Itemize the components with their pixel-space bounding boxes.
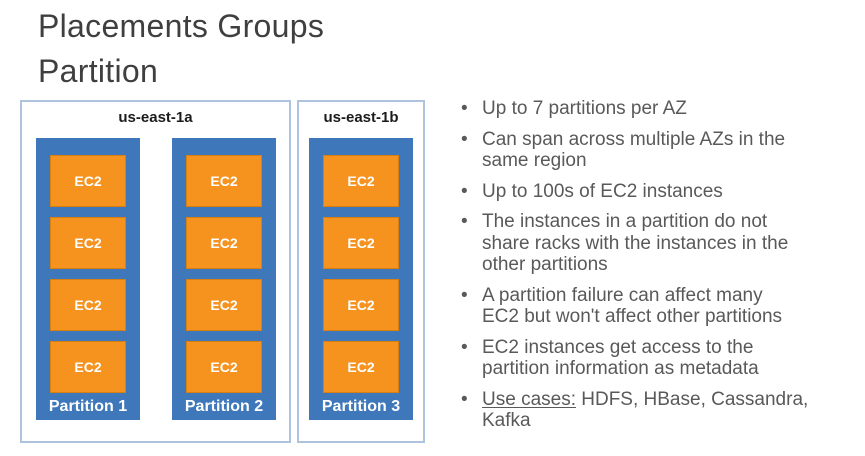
- slide-title-line-2: Partition: [38, 53, 159, 89]
- bullet-text: Can span across multiple AZs in the same…: [482, 128, 786, 172]
- bullet-icon: •: [461, 336, 468, 358]
- ec2-instance: EC2: [50, 217, 126, 269]
- list-item: • EC2 instances get access to the partit…: [461, 337, 861, 380]
- bullet-icon: •: [461, 211, 468, 232]
- bullet-text: Up to 7 partitions per AZ: [482, 98, 687, 119]
- ec2-instance: EC2: [186, 217, 262, 269]
- ec2-instance: EC2: [323, 155, 399, 207]
- slide-title-line-1: Placements Groups: [38, 8, 325, 44]
- ec2-instance: EC2: [186, 279, 262, 331]
- ec2-instance: EC2: [186, 155, 262, 207]
- list-item: • The instances in a partition do not sh…: [461, 211, 861, 276]
- bullet-prefix: Use cases:: [482, 388, 576, 410]
- ec2-instance: EC2: [50, 341, 126, 393]
- partition-3-column: EC2 EC2 EC2 EC2 Partition 3: [309, 138, 413, 420]
- ec2-instance: EC2: [186, 341, 262, 393]
- az-label: us-east-1b: [323, 109, 399, 126]
- ec2-instance: EC2: [323, 341, 399, 393]
- partition-2-column: EC2 EC2 EC2 EC2 Partition 2: [172, 138, 276, 420]
- ec2-instance: EC2: [323, 279, 399, 331]
- partition-label: Partition 2: [184, 398, 264, 415]
- bullet-icon: •: [461, 180, 468, 202]
- az-box-us-east-1b: us-east-1b EC2 EC2 EC2 EC2 Partition 3: [297, 100, 425, 443]
- partition-label: Partition 1: [48, 398, 128, 415]
- ec2-instance: EC2: [50, 279, 126, 331]
- partition-label: Partition 3: [321, 398, 401, 415]
- list-item: • Up to 7 partitions per AZ: [461, 98, 861, 120]
- bullet-list: • Up to 7 partitions per AZ • Can span a…: [461, 98, 861, 441]
- az-box-us-east-1a: us-east-1a EC2 EC2 EC2 EC2 Partition 1 E…: [20, 100, 291, 443]
- bullet-text: HDFS, HBase, Cassandra, Kafka: [482, 388, 809, 432]
- list-item: • Up to 100s of EC2 instances: [461, 181, 861, 203]
- bullet-icon: •: [461, 128, 468, 150]
- list-item: • A partition failure can affect many EC…: [461, 285, 861, 328]
- list-item: • Can span across multiple AZs in the sa…: [461, 129, 861, 172]
- az-label: us-east-1a: [118, 109, 193, 126]
- ec2-instance: EC2: [50, 155, 126, 207]
- bullet-text: Up to 100s of EC2 instances: [482, 180, 723, 202]
- bullet-text: A partition failure can affect many EC2 …: [482, 284, 783, 328]
- bullet-icon: •: [461, 98, 468, 119]
- bullet-icon: •: [461, 284, 468, 306]
- list-item: • Use cases: HDFS, HBase, Cassandra, Kaf…: [461, 389, 861, 432]
- bullet-text: EC2 instances get access to the partitio…: [482, 336, 759, 380]
- partition-1-column: EC2 EC2 EC2 EC2 Partition 1: [36, 138, 140, 420]
- slide-title: Placements Groups Partition: [38, 4, 324, 94]
- bullet-text: The instances in a partition do not shar…: [482, 211, 789, 275]
- bullet-icon: •: [461, 388, 468, 410]
- ec2-instance: EC2: [323, 217, 399, 269]
